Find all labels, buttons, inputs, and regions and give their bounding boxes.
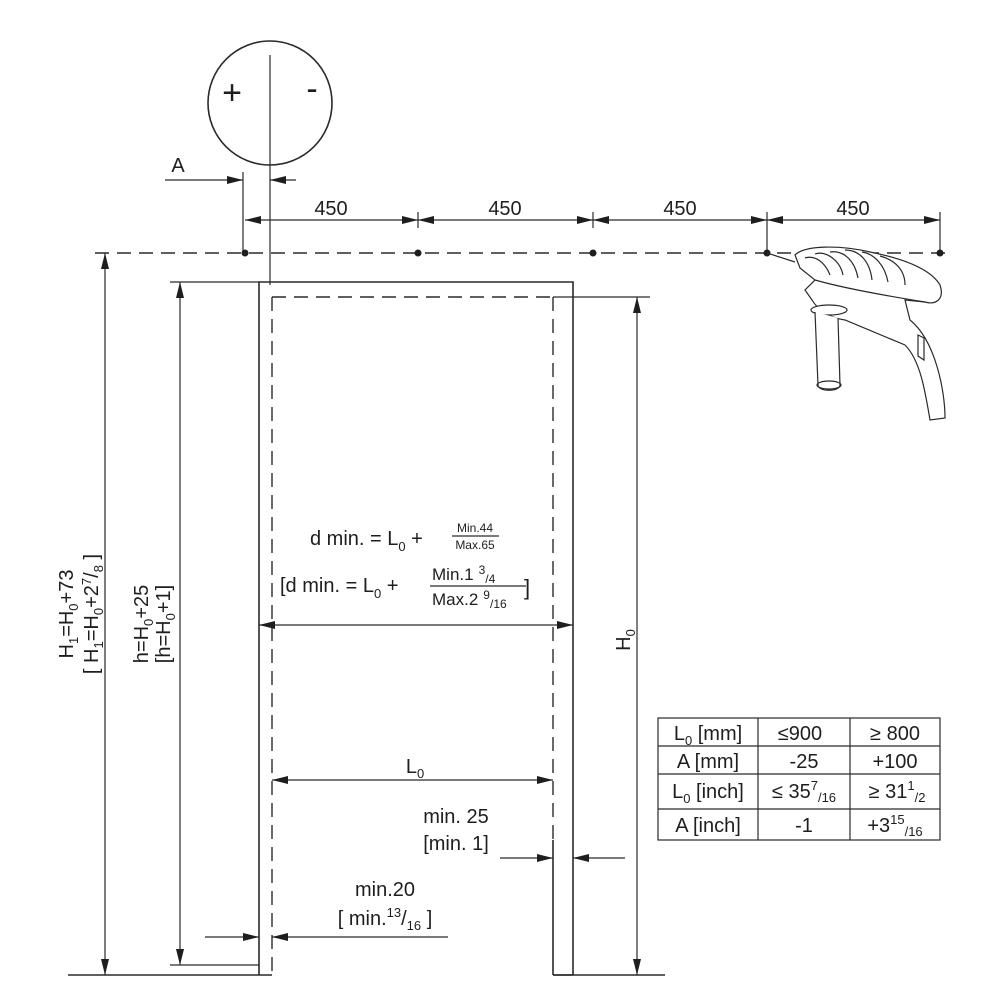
table-row: A [inch] -1 +315/16: [675, 812, 922, 839]
table-cell: A [mm]: [677, 751, 739, 773]
table-cell: L0 [mm]: [674, 723, 742, 748]
table-cell: ≥ 800: [870, 723, 920, 745]
spacing-label: 450: [314, 198, 347, 220]
table-cell: +315/16: [867, 812, 922, 839]
h1-inch-formula: [ H1=H0+27/8 ]: [79, 554, 106, 674]
l0-label: L0: [406, 756, 424, 781]
h-dimension: h=H0+25 [h=H0+1]: [131, 281, 259, 966]
formula-mm-num: Min.44: [457, 521, 493, 535]
table-cell: ≤900: [778, 723, 822, 745]
formula-mm-den: Max.65: [455, 538, 495, 552]
l0-dimension: L0: [272, 756, 553, 784]
min20-dimension: min.20 [ min.13/16 ]: [205, 879, 448, 941]
table-row: L0 [inch] ≤ 357/16 ≥ 311/2: [672, 778, 925, 806]
table-row: A [mm] -25 +100: [677, 751, 918, 773]
table-row: L0 [mm] ≤900 ≥ 800: [674, 723, 920, 748]
h-inch-formula: [h=H0+1]: [153, 585, 178, 663]
table-cell: ≥ 311/2: [869, 778, 926, 805]
drill-point: [589, 249, 597, 257]
h-formula: h=H0+25: [131, 585, 156, 663]
minus-sign: -: [306, 70, 317, 108]
table-cell: -25: [790, 751, 819, 773]
min20-label: min.20: [355, 879, 415, 901]
spacing-label: 450: [663, 198, 696, 220]
table-cell: L0 [inch]: [672, 781, 744, 806]
min20-inch-label: [ min.13/16 ]: [338, 905, 433, 933]
spacing-label: 450: [836, 198, 869, 220]
h1-formula: H1=H0+73: [56, 570, 81, 659]
formula-mm: d min. = L0 +: [310, 528, 423, 554]
a-dimension: A: [165, 155, 296, 255]
drill-point: [414, 249, 422, 257]
h1-dimension: H1=H0+73 [ H1=H0+27/8 ]: [56, 253, 109, 975]
min25-dimension: min. 25 [min. 1]: [423, 806, 625, 862]
min25-label: min. 25: [423, 806, 489, 828]
drill-point: [241, 249, 249, 257]
a-label: A: [171, 155, 185, 177]
adjustment-table: L0 [mm] ≤900 ≥ 800 A [mm] -25 +100 L0 [i…: [657, 717, 941, 841]
h0-label: H0: [613, 629, 638, 651]
d-min-formula: d min. = L0 + Min.44 Max.65 [d min. = L0…: [259, 521, 573, 629]
spacing-label: 450: [488, 198, 521, 220]
min25-inch-label: [min. 1]: [423, 833, 489, 855]
drill-point: [936, 249, 944, 257]
drill-icon: [766, 246, 946, 421]
formula-close-bracket: ]: [524, 575, 530, 600]
formula-inch: [d min. = L0 +: [280, 575, 398, 601]
plus-sign: +: [222, 74, 242, 112]
table-cell: +100: [872, 751, 917, 773]
table-cell: A [inch]: [675, 815, 741, 837]
h0-dimension: H0: [553, 296, 650, 975]
table-cell: -1: [795, 815, 813, 837]
table-cell: ≤ 357/16: [772, 778, 836, 805]
door-outline: [68, 281, 665, 976]
